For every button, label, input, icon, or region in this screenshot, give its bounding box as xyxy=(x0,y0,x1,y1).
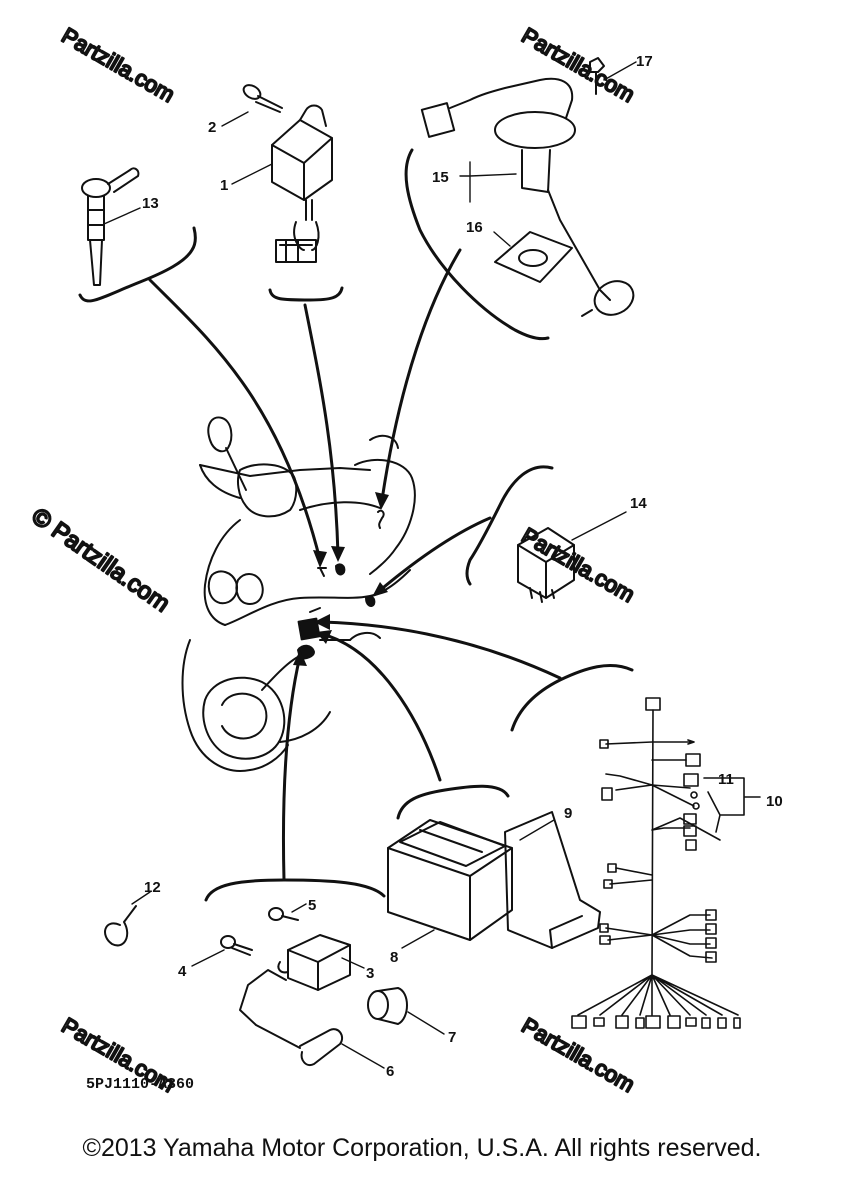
part-plug-lead xyxy=(81,167,140,286)
copyright-notice: ©2013 Yamaha Motor Corporation, U.S.A. A… xyxy=(82,1134,762,1162)
watermark-faint: Partzilla.com xyxy=(58,23,180,108)
callout-5: 5 xyxy=(308,897,316,914)
watermark-faint: Partzilla.com xyxy=(518,23,640,108)
part-relay xyxy=(517,527,575,603)
leader-lines xyxy=(148,248,562,882)
callout-leaders xyxy=(103,61,637,1069)
callout-16: 16 xyxy=(466,219,483,236)
part-ignition-coil xyxy=(239,934,351,1066)
callout-9: 9 xyxy=(564,805,572,822)
group-brackets xyxy=(78,148,634,902)
watermark-faint: Partzilla.com xyxy=(518,1013,640,1098)
callout-2: 2 xyxy=(208,119,216,136)
callout-10: 10 xyxy=(766,793,783,810)
part-bolt xyxy=(220,907,299,956)
callout-3: 3 xyxy=(366,965,374,982)
part-wire-harness xyxy=(571,697,761,1029)
callout-13: 13 xyxy=(142,195,159,212)
part-cdi-unit xyxy=(271,104,333,263)
callout-14: 14 xyxy=(630,495,647,512)
callout-6: 6 xyxy=(386,1063,394,1080)
part-cap xyxy=(367,987,408,1025)
callout-17: 17 xyxy=(636,53,653,70)
callout-4: 4 xyxy=(178,963,187,980)
part-battery xyxy=(387,819,513,941)
watermark: © Partzilla.com xyxy=(27,503,175,618)
callout-1: 1 xyxy=(220,177,228,194)
callout-12: 12 xyxy=(144,879,161,896)
part-screw xyxy=(242,84,283,113)
callout-11: 11 xyxy=(718,771,734,788)
part-fuel-sender xyxy=(420,57,635,317)
part-clip xyxy=(104,905,137,947)
callout-7: 7 xyxy=(448,1029,456,1046)
part-battery-case xyxy=(504,811,601,949)
diagram-code: 5PJ1110-A360 xyxy=(86,1076,194,1093)
callout-15: 15 xyxy=(432,169,449,186)
callout-8: 8 xyxy=(390,949,398,966)
